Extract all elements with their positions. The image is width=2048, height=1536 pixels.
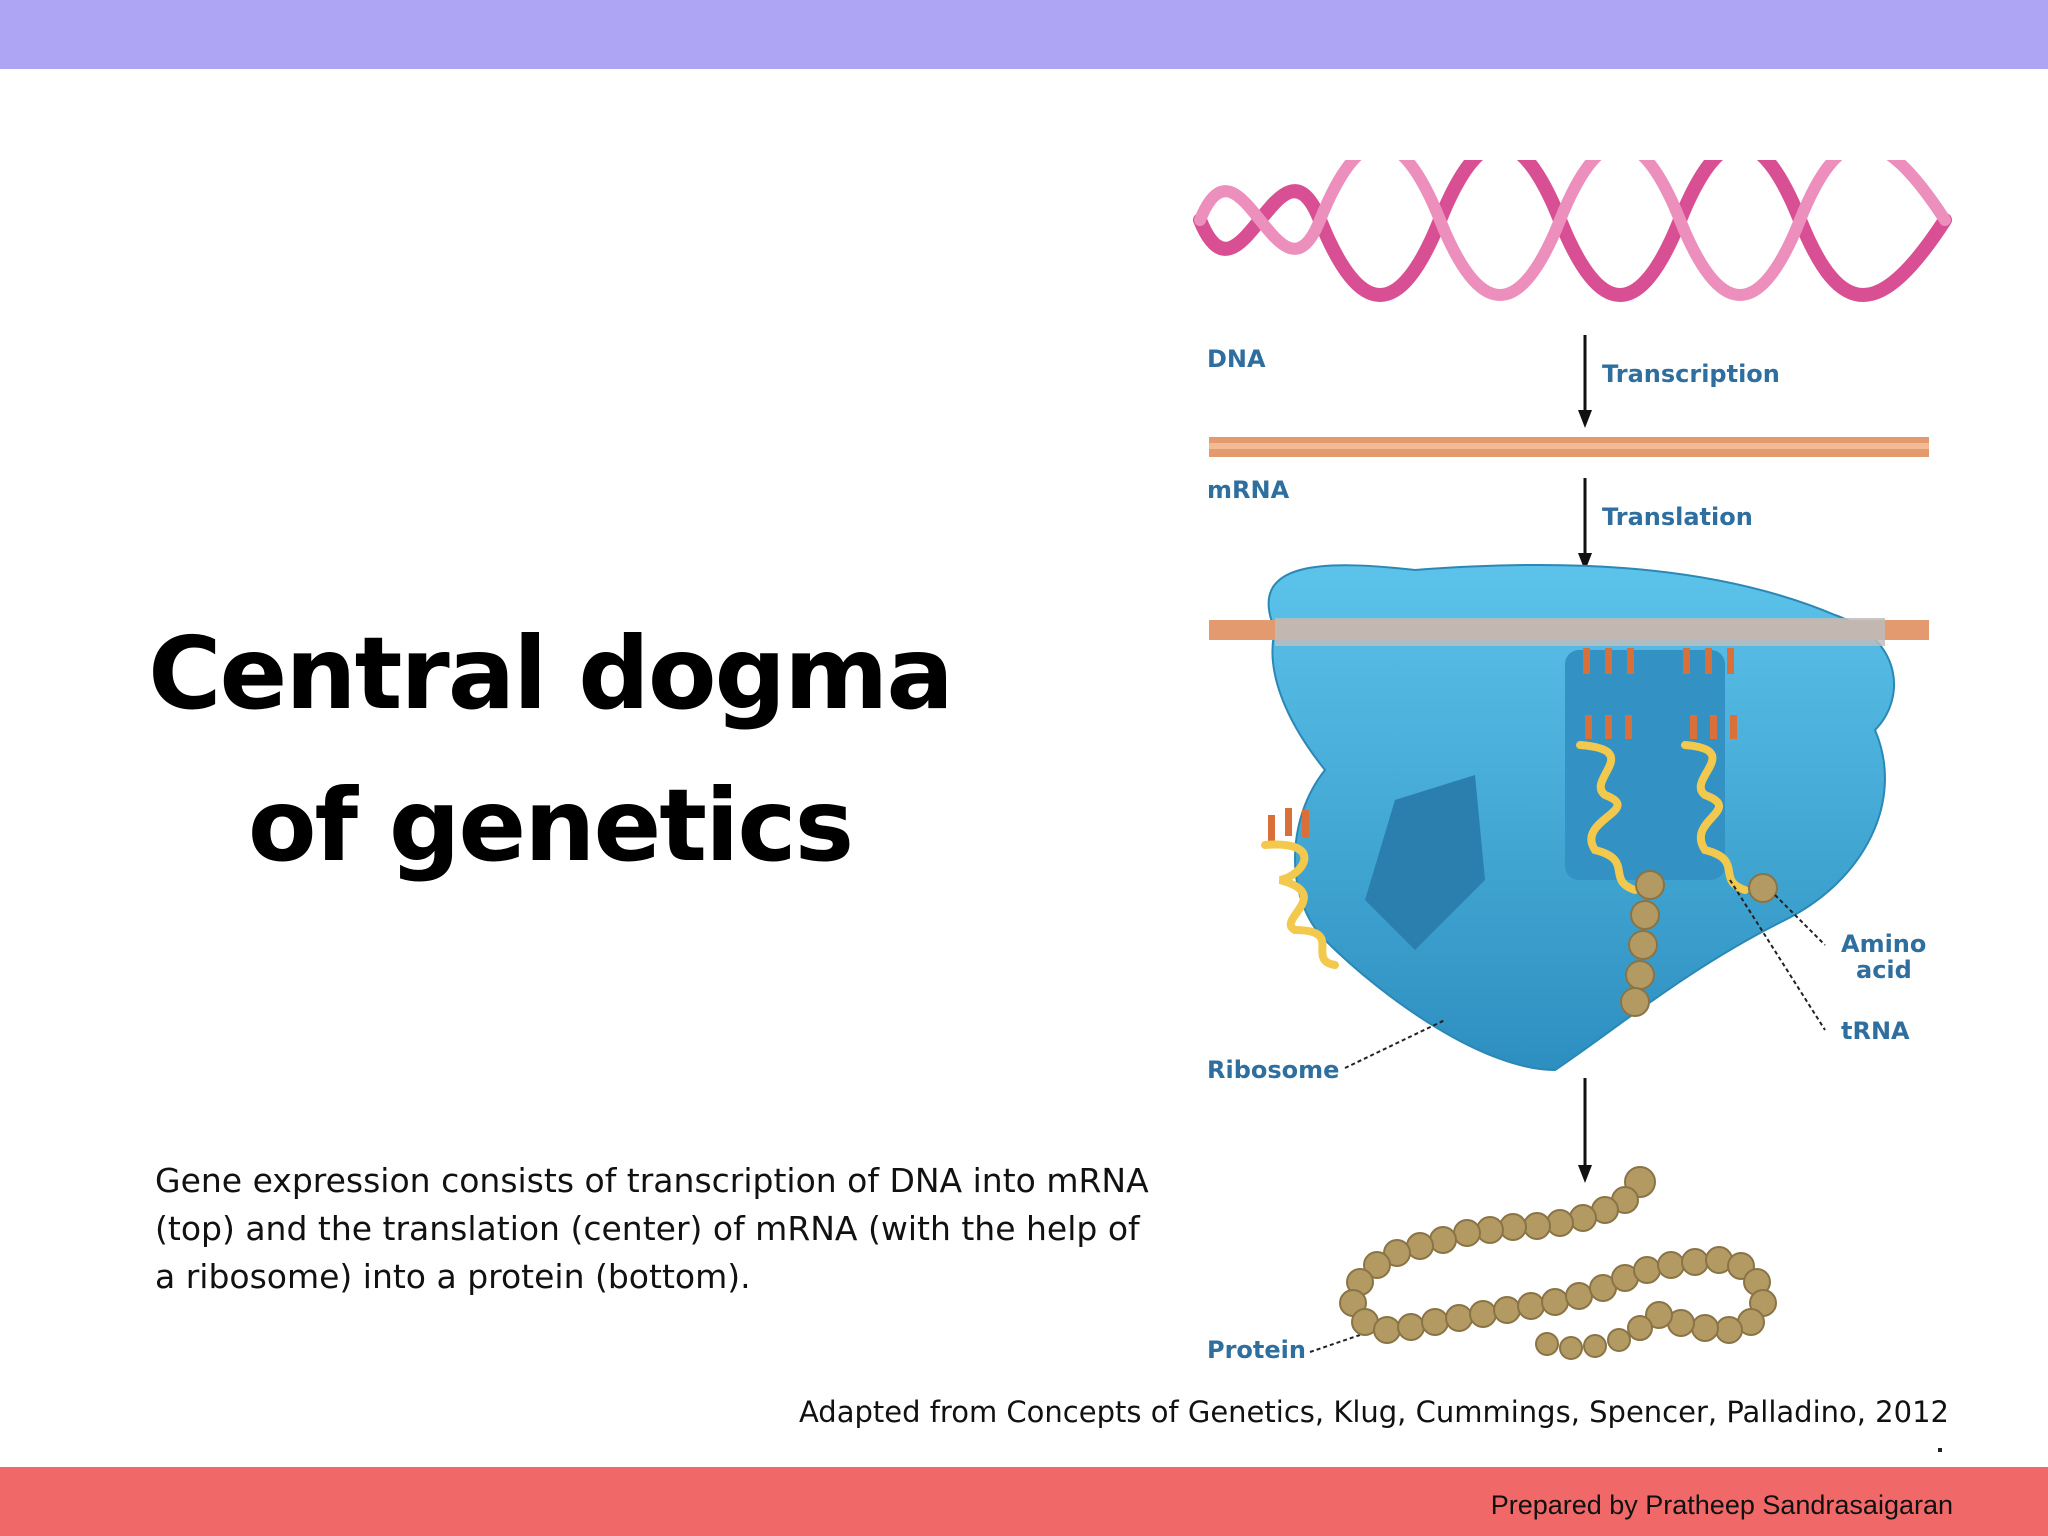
mrna-channel bbox=[1275, 618, 1885, 646]
dna-helix bbox=[1193, 160, 1952, 302]
caption-line-3: a ribosome) into a protein (bottom). bbox=[155, 1257, 751, 1296]
mrna-highlight bbox=[1209, 443, 1929, 449]
amino-label-line-1: Amino bbox=[1841, 930, 1926, 958]
title-line-2: of genetics bbox=[247, 767, 854, 884]
transcription-label: Transcription bbox=[1602, 360, 1780, 388]
trna-label: tRNA bbox=[1841, 1017, 1910, 1045]
trna-right bbox=[1681, 715, 1749, 894]
translation-label: Translation bbox=[1602, 503, 1753, 531]
translation-arrow bbox=[1578, 478, 1592, 571]
pointer-lines bbox=[1309, 879, 1826, 1353]
top-banner bbox=[0, 0, 2048, 69]
slide-title: Central dogma of genetics bbox=[70, 598, 1030, 902]
caption-line-2: (top) and the translation (center) of mR… bbox=[155, 1209, 1140, 1248]
title-line-1: Central dogma bbox=[148, 615, 954, 732]
amino-acid-chain bbox=[1620, 870, 1778, 1017]
dna-label: DNA bbox=[1207, 345, 1266, 373]
footer-credit: Prepared by Pratheep Sandrasaigaran bbox=[1490, 1490, 1953, 1520]
protein-arrow bbox=[1578, 1078, 1592, 1183]
bottom-banner bbox=[0, 1467, 2048, 1536]
caption-line-1: Gene expression consists of transcriptio… bbox=[155, 1161, 1149, 1200]
trna-left bbox=[1261, 808, 1339, 969]
caption: Gene expression consists of transcriptio… bbox=[155, 1157, 1155, 1301]
codon-pegs bbox=[1583, 648, 1734, 674]
ribosome-exit-tunnel bbox=[1365, 775, 1485, 950]
amino-label-line-2: acid bbox=[1856, 956, 1912, 984]
ribosome-label: Ribosome bbox=[1207, 1056, 1339, 1084]
central-dogma-figure: DNA Transcription mRNA Translation bbox=[1193, 160, 1952, 1364]
trna-middle bbox=[1576, 715, 1639, 894]
transcription-arrow bbox=[1578, 335, 1592, 428]
attribution-dot bbox=[1938, 1448, 1942, 1452]
mrna-label: mRNA bbox=[1207, 476, 1290, 504]
attribution-text: Adapted from Concepts of Genetics, Klug,… bbox=[798, 1395, 1949, 1429]
protein-label: Protein bbox=[1207, 1336, 1306, 1364]
protein-chain bbox=[1339, 1166, 1777, 1360]
